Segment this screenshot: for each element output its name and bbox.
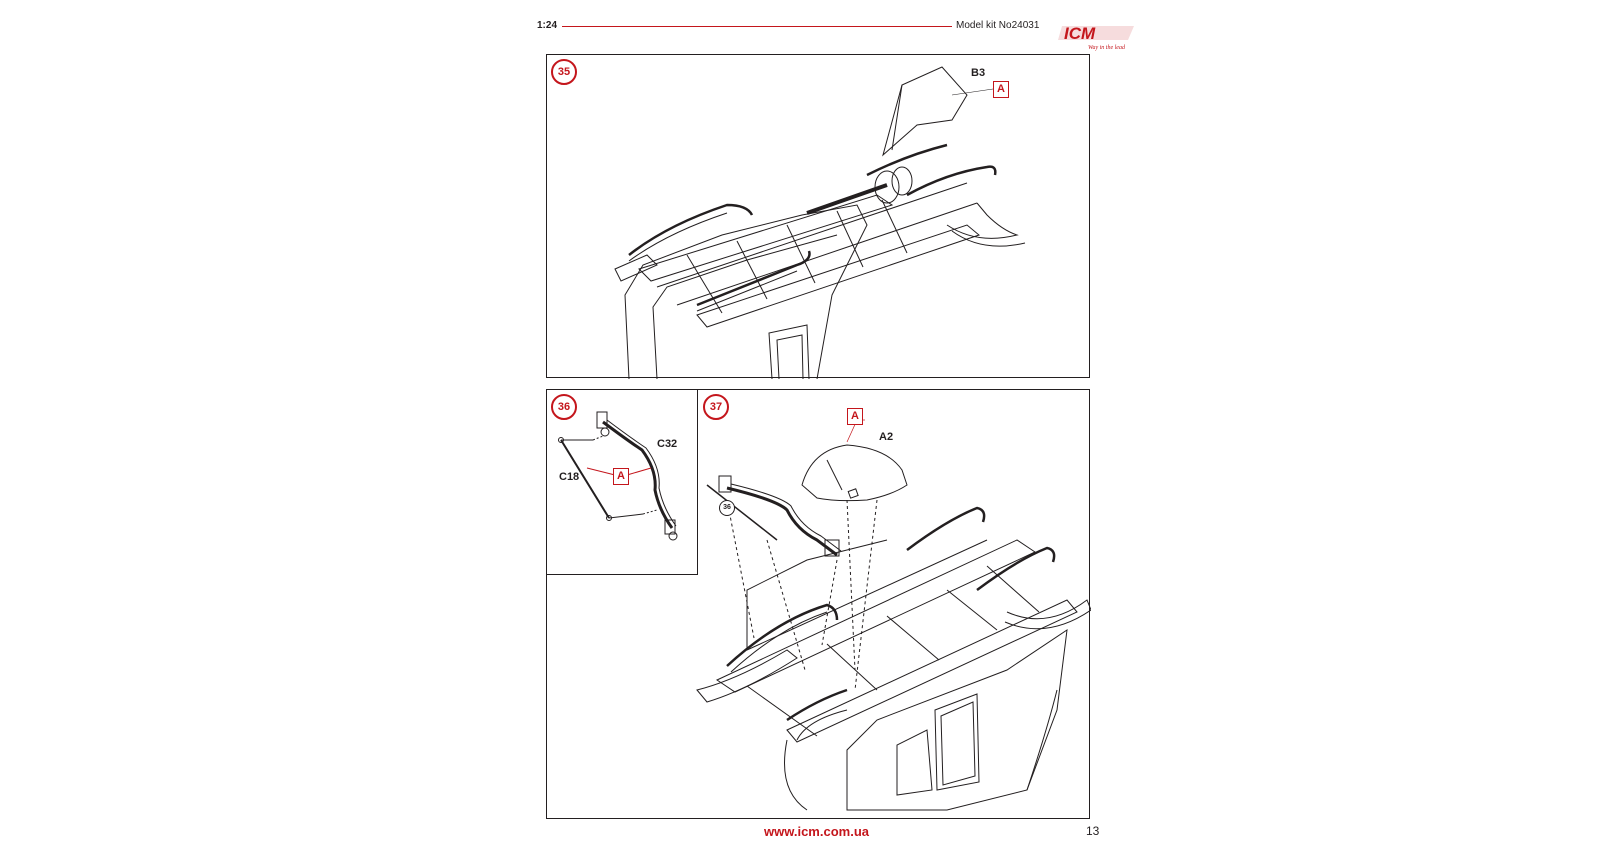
website-url[interactable]: www.icm.com.ua [764,824,869,839]
step-36-drawing-cover [558,411,678,541]
step-37-drawing [696,419,1091,811]
header-rule [562,26,952,27]
paint-callout-a: A [993,81,1009,98]
step-36-panel-cover: 36 C32 C18 A [546,389,698,575]
part-label-a2: A2 [879,431,894,443]
scale-label: 1:24 [537,20,558,31]
part-label-b3: B3 [971,67,986,79]
step-35-panel: 35 B3 A [546,54,1090,379]
logo-brand: ICM [1064,24,1096,43]
step-35-drawing [614,66,1026,379]
kit-number: Model kit No24031 [956,20,1040,31]
paint-callout-a: A [613,468,629,485]
step-37-number: 37 [703,394,729,420]
step-36-reference: 36 [719,500,735,516]
logo-tagline: Way in the lead [1088,45,1126,51]
paint-callout-a: A [847,408,863,425]
part-label-c18: C18 [559,471,580,483]
part-label-c32: C32 [657,438,678,450]
step-35-number: 35 [551,59,577,85]
brand-logo: ICM Way in the lead [1058,22,1138,52]
step-36-number: 36 [551,394,577,420]
page-number: 13 [1086,824,1100,838]
